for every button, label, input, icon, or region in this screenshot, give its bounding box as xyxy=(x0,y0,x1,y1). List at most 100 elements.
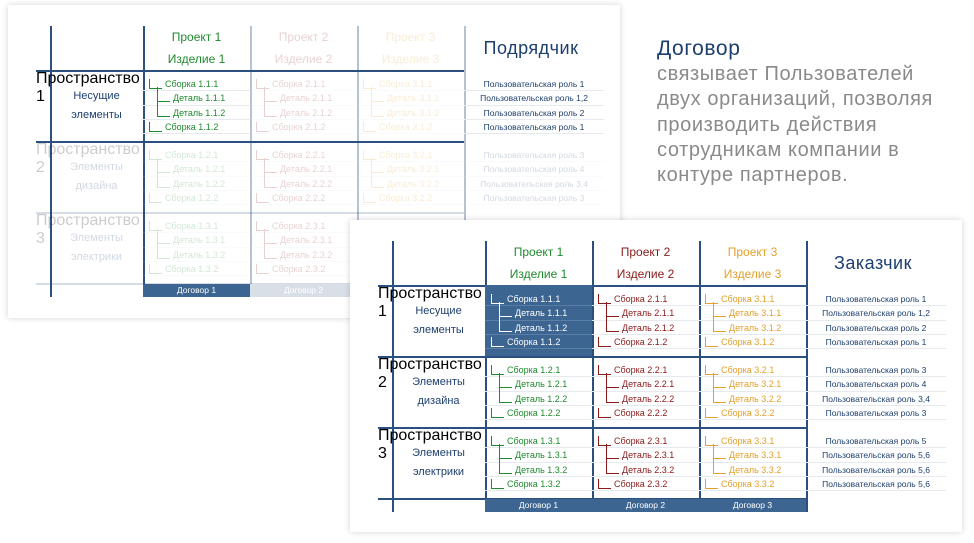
user-role[interactable]: Пользовательская роль 2 xyxy=(464,106,604,120)
part-item[interactable]: Деталь 1.2.1 xyxy=(143,158,250,177)
contract-bar[interactable]: Договор 1 xyxy=(143,284,250,297)
assembly-item[interactable]: Сборка 3.1.2 xyxy=(357,120,464,135)
part-item[interactable]: Деталь 2.1.1 xyxy=(592,302,699,321)
assembly-item[interactable]: Сборка 1.2.1 xyxy=(143,148,250,163)
part-item[interactable]: Деталь 1.1.1 xyxy=(143,87,250,106)
assembly-item[interactable]: Сборка 1.1.1 xyxy=(143,77,250,92)
assembly-item[interactable]: Сборка 2.2.2 xyxy=(592,406,699,421)
part-item[interactable]: Деталь 3.2.2 xyxy=(357,172,464,191)
user-role[interactable]: Пользовательская роль 1 xyxy=(806,292,946,307)
tree-branch-icon xyxy=(371,101,384,117)
part-item[interactable]: Деталь 2.3.1 xyxy=(250,229,357,248)
part-item[interactable]: Деталь 3.3.1 xyxy=(699,444,806,463)
assembly-item[interactable]: Сборка 2.1.1 xyxy=(592,292,699,307)
part-item[interactable]: Деталь 3.2.1 xyxy=(357,158,464,177)
user-role[interactable]: Пользовательская роль 5,6 xyxy=(806,477,946,492)
assembly-item[interactable]: Сборка 2.3.1 xyxy=(250,219,357,234)
part-item[interactable]: Деталь 1.3.1 xyxy=(143,229,250,248)
contract-bar[interactable]: Договор 3 xyxy=(699,499,806,512)
part-item[interactable]: Деталь 2.1.2 xyxy=(592,316,699,335)
user-role[interactable]: Пользовательская роль 1 xyxy=(464,120,604,135)
part-item[interactable]: Деталь 3.1.1 xyxy=(357,87,464,106)
assembly-item[interactable]: Сборка 1.2.1 xyxy=(485,363,592,378)
assembly-item[interactable]: Сборка 3.3.2 xyxy=(699,477,806,492)
assembly-item[interactable]: Сборка 3.2.1 xyxy=(699,363,806,378)
user-role[interactable]: Пользовательская роль 5,6 xyxy=(806,448,946,463)
contract-bar[interactable]: Договор 2 xyxy=(250,284,357,297)
part-item[interactable]: Деталь 3.2.2 xyxy=(699,387,806,406)
part-item[interactable]: Деталь 1.2.1 xyxy=(485,373,592,392)
user-role[interactable]: Пользовательская роль 3 xyxy=(464,148,604,163)
part-item[interactable]: Деталь 1.2.2 xyxy=(143,172,250,191)
user-role[interactable]: Пользовательская роль 4 xyxy=(464,162,604,177)
user-role[interactable]: Пользовательская роль 3 xyxy=(806,363,946,378)
assembly-item[interactable]: Сборка 1.3.2 xyxy=(143,262,250,277)
assembly-item[interactable]: Сборка 3.1.2 xyxy=(699,335,806,350)
assembly-item[interactable]: Сборка 1.3.2 xyxy=(485,477,592,492)
user-role[interactable]: Пользовательская роль 1 xyxy=(464,77,604,92)
item-label: Сборка 2.3.1 xyxy=(614,436,668,446)
part-item[interactable]: Деталь 3.1.2 xyxy=(357,101,464,120)
part-item[interactable]: Деталь 3.1.2 xyxy=(699,316,806,335)
assembly-item[interactable]: Сборка 2.2.1 xyxy=(592,363,699,378)
assembly-item[interactable]: Сборка 3.1.1 xyxy=(357,77,464,92)
part-item[interactable]: Деталь 1.1.2 xyxy=(143,101,250,120)
assembly-item[interactable]: Сборка 1.3.1 xyxy=(485,434,592,449)
user-role[interactable]: Пользовательская роль 4 xyxy=(806,377,946,392)
assembly-item[interactable]: Сборка 2.1.2 xyxy=(592,335,699,350)
user-role[interactable]: Пользовательская роль 3 xyxy=(464,191,604,206)
assembly-item[interactable]: Сборка 2.3.2 xyxy=(250,262,357,277)
user-role[interactable]: Пользовательская роль 3,4 xyxy=(806,392,946,406)
assembly-item[interactable]: Сборка 2.2.1 xyxy=(250,148,357,163)
part-item[interactable]: Деталь 1.2.2 xyxy=(485,387,592,406)
assembly-item[interactable]: Сборка 2.3.2 xyxy=(592,477,699,492)
assembly-item[interactable]: Сборка 1.2.2 xyxy=(143,191,250,206)
assembly-item[interactable]: Сборка 1.2.2 xyxy=(485,406,592,421)
user-role[interactable]: Пользовательская роль 1,2 xyxy=(806,306,946,321)
user-role[interactable]: Пользовательская роль 5,6 xyxy=(806,463,946,477)
part-item[interactable]: Деталь 3.3.2 xyxy=(699,458,806,477)
user-role[interactable]: Пользовательская роль 3,4 xyxy=(464,177,604,191)
part-item[interactable]: Деталь 2.3.2 xyxy=(592,458,699,477)
assembly-item[interactable]: Сборка 1.3.1 xyxy=(143,219,250,234)
contract-description: Договор связывает Пользователей двух орг… xyxy=(657,36,972,188)
tree-branch-icon xyxy=(149,192,162,203)
assembly-item[interactable]: Сборка 1.1.1 xyxy=(485,292,592,307)
item-label: Сборка 3.2.1 xyxy=(379,150,433,160)
description-heading: Договор xyxy=(657,37,741,60)
part-item[interactable]: Деталь 3.2.1 xyxy=(699,373,806,392)
assembly-item[interactable]: Сборка 2.2.2 xyxy=(250,191,357,206)
part-item[interactable]: Деталь 2.2.1 xyxy=(250,158,357,177)
part-item[interactable]: Деталь 3.1.1 xyxy=(699,302,806,321)
assembly-item[interactable]: Сборка 2.1.1 xyxy=(250,77,357,92)
part-item[interactable]: Деталь 2.3.1 xyxy=(592,444,699,463)
user-role[interactable]: Пользовательская роль 1 xyxy=(806,335,946,350)
assembly-item[interactable]: Сборка 3.1.1 xyxy=(699,292,806,307)
contract-bar[interactable]: Договор 1 xyxy=(485,499,592,512)
part-item[interactable]: Деталь 1.1.2 xyxy=(485,316,592,335)
assembly-item[interactable]: Сборка 3.3.1 xyxy=(699,434,806,449)
part-item[interactable]: Деталь 2.2.2 xyxy=(250,172,357,191)
part-item[interactable]: Деталь 2.2.2 xyxy=(592,387,699,406)
user-role[interactable]: Пользовательская роль 5 xyxy=(806,434,946,449)
part-item[interactable]: Деталь 1.3.2 xyxy=(485,458,592,477)
part-item[interactable]: Деталь 2.1.2 xyxy=(250,101,357,120)
part-item[interactable]: Деталь 2.3.2 xyxy=(250,243,357,262)
assembly-item[interactable]: Сборка 3.2.2 xyxy=(357,191,464,206)
user-role[interactable]: Пользовательская роль 1,2 xyxy=(464,91,604,106)
part-item[interactable]: Деталь 2.1.1 xyxy=(250,87,357,106)
contract-bar[interactable]: Договор 2 xyxy=(592,499,699,512)
assembly-item[interactable]: Сборка 2.1.2 xyxy=(250,120,357,135)
part-item[interactable]: Деталь 1.1.1 xyxy=(485,302,592,321)
assembly-item[interactable]: Сборка 1.1.2 xyxy=(485,335,592,350)
assembly-item[interactable]: Сборка 3.2.2 xyxy=(699,406,806,421)
part-item[interactable]: Деталь 2.2.1 xyxy=(592,373,699,392)
part-item[interactable]: Деталь 1.3.2 xyxy=(143,243,250,262)
assembly-item[interactable]: Сборка 3.2.1 xyxy=(357,148,464,163)
part-item[interactable]: Деталь 1.3.1 xyxy=(485,444,592,463)
assembly-item[interactable]: Сборка 1.1.2 xyxy=(143,120,250,135)
assembly-item[interactable]: Сборка 2.3.1 xyxy=(592,434,699,449)
user-role[interactable]: Пользовательская роль 2 xyxy=(806,321,946,335)
user-role[interactable]: Пользовательская роль 3 xyxy=(806,406,946,421)
